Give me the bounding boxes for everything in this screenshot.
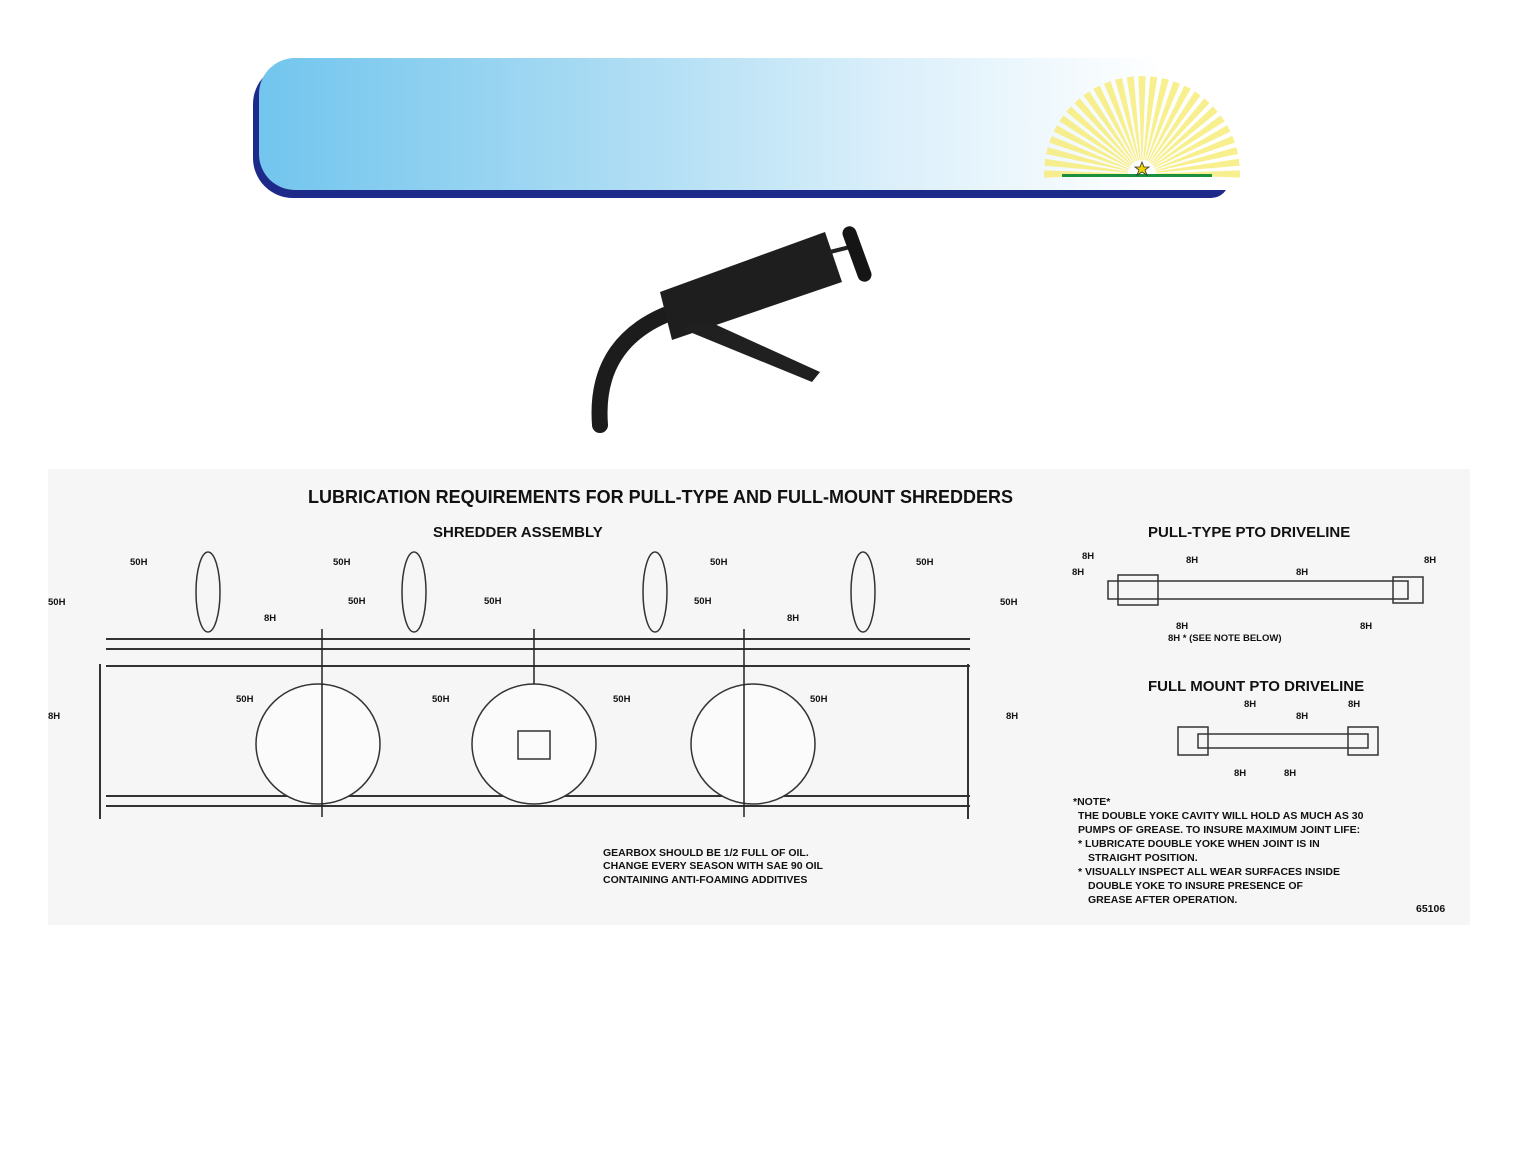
label-center-c: 50H — [694, 596, 712, 607]
sun-ray — [1066, 106, 1132, 166]
label-wheel-2: 50H — [333, 557, 351, 568]
pull-type-driveline-drawing — [1107, 574, 1424, 606]
sun-ray — [1083, 91, 1135, 163]
logo-green-line — [1062, 174, 1212, 177]
note-line-3: * LUBRICATE DOUBLE YOKE WHEN JOINT IS IN — [1078, 838, 1320, 850]
label-pin-left: 8H — [264, 613, 276, 624]
sun-ray — [1154, 136, 1235, 170]
note-title: *NOTE* — [1073, 796, 1111, 808]
grease-gun-image — [560, 226, 935, 460]
pull-shaft — [1107, 580, 1409, 600]
pull-label-f: 8H — [1176, 621, 1188, 632]
part-number: 65106 — [1416, 903, 1445, 915]
sun-ray — [1053, 125, 1130, 168]
label-side-right: 8H — [1006, 711, 1018, 722]
sun-ray — [1046, 147, 1129, 172]
sun-ray — [1049, 136, 1130, 170]
note-line-4: STRAIGHT POSITION. — [1088, 852, 1198, 864]
sun-ray — [1044, 158, 1129, 173]
full-left-yoke — [1177, 726, 1209, 756]
note-line-1: THE DOUBLE YOKE CAVITY WILL HOLD AS MUCH… — [1078, 810, 1364, 822]
pull-label-see-note: 8H * (SEE NOTE BELOW) — [1168, 633, 1281, 644]
wheel-2 — [401, 551, 427, 633]
gun-handle — [680, 322, 820, 382]
star-icon — [1133, 160, 1151, 176]
label-pin-right: 8H — [787, 613, 799, 624]
sun-ray — [1074, 98, 1134, 164]
sun-ray — [1148, 85, 1191, 162]
sunburst-logo — [1044, 76, 1240, 178]
full-mount-heading: FULL MOUNT PTO DRIVELINE — [1148, 678, 1364, 695]
full-label-a: 8H — [1244, 699, 1256, 710]
sun-ray — [1144, 78, 1169, 161]
label-blade2-right: 50H — [613, 694, 631, 705]
pull-label-b: 8H — [1072, 567, 1084, 578]
gearbox-note-line-2: CHANGE EVERY SEASON WITH SAE 90 OIL — [603, 860, 824, 872]
full-mount-driveline-drawing — [1177, 726, 1379, 756]
note-line-2: PUMPS OF GREASE. TO INSURE MAXIMUM JOINT… — [1078, 824, 1360, 836]
wheel-1 — [195, 551, 221, 633]
pull-label-e: 8H — [1424, 555, 1436, 566]
label-center-a: 50H — [348, 596, 366, 607]
sun-ray — [1143, 76, 1158, 161]
shredder-assembly-drawing — [99, 551, 970, 819]
label-side-left: 8H — [48, 711, 60, 722]
full-label-b: 8H — [1296, 711, 1308, 722]
gun-barrel — [660, 232, 842, 340]
sun-ray — [1153, 115, 1225, 167]
gun-plunger-handle — [842, 226, 872, 282]
wheel-3 — [642, 551, 668, 633]
sun-ray — [1152, 106, 1218, 166]
label-blade1-left: 50H — [236, 694, 254, 705]
label-center-b: 50H — [484, 596, 502, 607]
gearbox — [517, 730, 551, 760]
gearbox-note-line-1: GEARBOX SHOULD BE 1/2 FULL OF OIL. — [603, 847, 809, 859]
full-label-d: 8H — [1234, 768, 1246, 779]
gun-hose — [591, 307, 673, 433]
pull-label-c: 8H — [1186, 555, 1198, 566]
note-line-5: * VISUALLY INSPECT ALL WEAR SURFACES INS… — [1078, 866, 1340, 878]
label-left-end: 50H — [48, 597, 66, 608]
label-wheel-3: 50H — [710, 557, 728, 568]
pull-label-a: 8H — [1082, 551, 1094, 562]
sun-ray — [1150, 98, 1210, 164]
pull-end-yoke — [1392, 576, 1424, 604]
label-blade3-right: 50H — [810, 694, 828, 705]
pull-type-heading: PULL-TYPE PTO DRIVELINE — [1148, 524, 1350, 541]
wheel-4 — [850, 551, 876, 633]
sun-ray — [1115, 78, 1140, 161]
shredder-heading: SHREDDER ASSEMBLY — [433, 524, 603, 541]
sun-ray — [1155, 147, 1238, 172]
blade-housing-1 — [255, 683, 381, 805]
label-wheel-4: 50H — [916, 557, 934, 568]
blade-housing-3 — [690, 683, 816, 805]
pull-label-d: 8H — [1296, 567, 1308, 578]
pull-double-yoke — [1117, 574, 1159, 606]
gearbox-note-line-3: CONTAINING ANTI-FOAMING ADDITIVES — [603, 874, 807, 886]
sun-rays — [1044, 76, 1240, 178]
sun-ray — [1093, 85, 1136, 162]
full-shaft — [1197, 733, 1369, 749]
sun-ray — [1104, 81, 1138, 162]
sun-ray — [1146, 81, 1180, 162]
note-line-6: DOUBLE YOKE TO INSURE PRESENCE OF — [1088, 880, 1303, 892]
label-blade2-left: 50H — [432, 694, 450, 705]
full-label-c: 8H — [1348, 699, 1360, 710]
pull-label-g: 8H — [1360, 621, 1372, 632]
sun-ray — [1155, 158, 1240, 173]
full-right-yoke — [1347, 726, 1379, 756]
diagram-title: LUBRICATION REQUIREMENTS FOR PULL-TYPE A… — [308, 487, 1013, 507]
lubrication-diagram: LUBRICATION REQUIREMENTS FOR PULL-TYPE A… — [48, 469, 1470, 925]
sun-ray — [1154, 125, 1231, 168]
blade-housing-2 — [471, 683, 597, 805]
label-wheel-1: 50H — [130, 557, 148, 568]
sun-ray — [1149, 91, 1201, 163]
note-line-7: GREASE AFTER OPERATION. — [1088, 894, 1237, 906]
sun-ray — [1126, 76, 1141, 161]
sun-ray — [1059, 115, 1131, 167]
label-right-end: 50H — [1000, 597, 1018, 608]
full-label-e: 8H — [1284, 768, 1296, 779]
sun-ray — [1138, 76, 1146, 160]
